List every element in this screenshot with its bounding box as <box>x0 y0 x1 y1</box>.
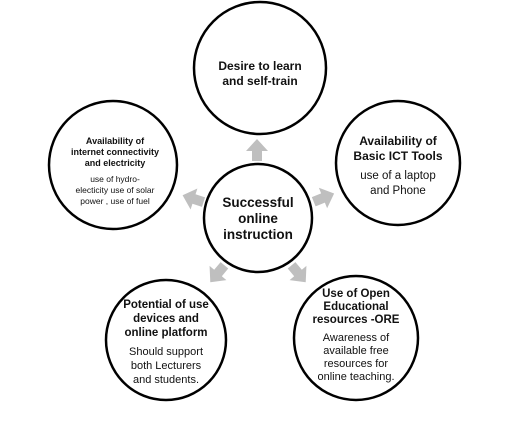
node-body-line: and Phone <box>370 185 426 197</box>
node-body-line: online teaching. <box>317 371 395 383</box>
node-body-line: available free <box>323 345 389 357</box>
node-body-line: electicity use of solar <box>75 185 155 195</box>
node-top-title: Desire to learn and self-train <box>200 59 320 89</box>
node-bottom-right-body: Awareness of available free resources fo… <box>296 332 416 384</box>
node-body-line: resources for <box>323 358 389 370</box>
node-body-line: use of a laptop <box>360 170 436 182</box>
node-left-body: use of hydro- electicity use of solar po… <box>58 174 172 207</box>
node-right: Availability of Basic ICT Tools use of a… <box>345 134 451 199</box>
circle-left <box>47 99 179 231</box>
node-body-line: and students. <box>132 374 200 386</box>
arrow-left <box>182 188 206 210</box>
node-title-line: devices and <box>133 313 199 325</box>
node-left: Availability of internet connectivity an… <box>58 136 172 207</box>
arrow-bottom-right <box>287 262 307 283</box>
node-title-line: Educational <box>323 301 389 313</box>
node-title-line: Use of Open <box>322 288 390 300</box>
node-body-line: Should support <box>129 346 203 358</box>
node-left-title: Availability of internet connectivity an… <box>58 136 172 169</box>
center-label: Successful online instruction <box>208 195 308 243</box>
node-body-line: use of hydro- <box>90 174 140 184</box>
node-title-line: Desire to learn <box>218 59 302 73</box>
node-right-body: use of a laptop and Phone <box>345 169 451 199</box>
node-right-title: Availability of Basic ICT Tools <box>345 134 451 164</box>
node-bottom-left: Potential of use devices and online plat… <box>111 298 221 387</box>
node-title-line: Potential of use <box>123 299 209 311</box>
node-bottom-right-title: Use of Open Educational resources -ORE <box>296 288 416 327</box>
node-body-line: both Lecturers <box>130 360 202 372</box>
node-title-line: and electricity <box>84 158 146 168</box>
node-bottom-right: Use of Open Educational resources -ORE A… <box>296 288 416 384</box>
circle-right <box>334 99 462 227</box>
circle-top <box>192 0 328 136</box>
node-body-line: power , use of fuel <box>80 196 150 206</box>
node-title-line: Availability of <box>85 136 145 146</box>
arrow-bottom-left <box>209 262 229 283</box>
node-title-line: Basic ICT Tools <box>353 149 443 163</box>
node-title-line: resources -ORE <box>312 314 400 326</box>
center-line: instruction <box>223 227 293 242</box>
node-title-line: Availability of <box>359 134 437 148</box>
center-line: online <box>238 211 278 226</box>
node-body-line: Awareness of <box>322 332 390 344</box>
node-title-line: and self-train <box>222 74 298 88</box>
circle-bottom-left <box>104 278 228 402</box>
node-title-line: online platform <box>124 327 208 339</box>
circle-bottom-right <box>292 274 420 402</box>
node-bottom-left-body: Should support both Lecturers and studen… <box>111 345 221 387</box>
arrow-right <box>311 187 335 209</box>
arrow-up <box>246 139 268 161</box>
node-title-line: internet connectivity <box>70 147 160 157</box>
center-line: Successful <box>222 195 294 210</box>
circle-center <box>202 162 314 274</box>
node-bottom-left-title: Potential of use devices and online plat… <box>111 298 221 340</box>
